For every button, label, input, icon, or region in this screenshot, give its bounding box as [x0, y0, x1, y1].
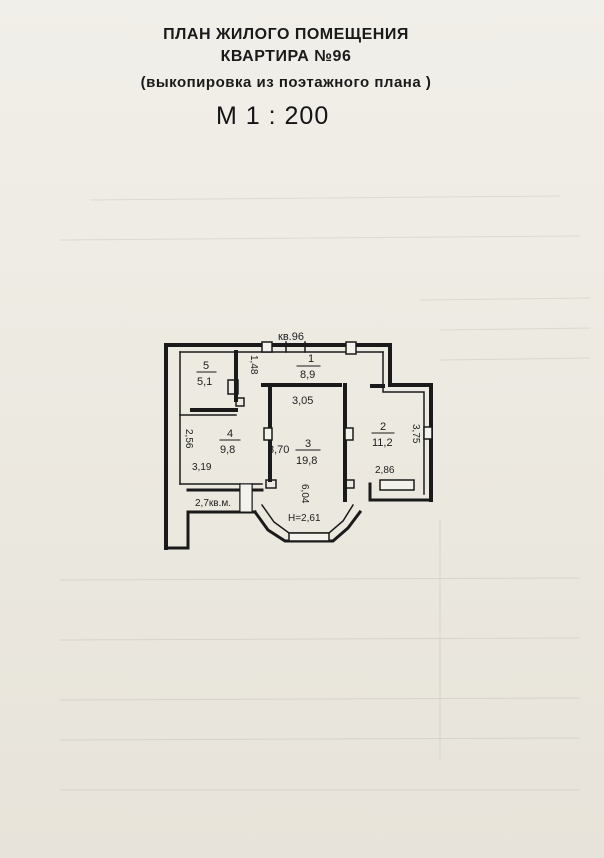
dimension-3-19: 3,19 [192, 462, 212, 473]
plan-subtitle: (выкопировка из поэтажного плана ) [140, 74, 432, 91]
outer-wall-north [164, 343, 433, 502]
balcony-area: 2,7кв.м. [195, 498, 231, 509]
room-1: 1 8,9 [300, 353, 315, 381]
outer-wall-south [164, 510, 257, 550]
dimension-3-75: 3,75 [410, 424, 421, 444]
room-4-number: 4 [227, 428, 233, 440]
room-2: 2 11,2 [372, 421, 393, 449]
bay-window-pane [288, 532, 330, 542]
room-3: 3 19,8 [296, 438, 317, 467]
entrance-label: кв.96 [278, 331, 304, 343]
room-5: 5 5,1 [197, 360, 212, 388]
plan-title: ПЛАН ЖИЛОГО ПОМЕЩЕНИЯ [163, 26, 409, 43]
scale-label: М 1 : 200 [216, 102, 330, 130]
dimension-2-56: 2,56 [183, 429, 194, 449]
ceiling-height: Н=2,61 [288, 513, 321, 524]
dimension-6-04: 6,04 [299, 484, 310, 504]
room-4: 4 9,8 [220, 428, 235, 456]
room-1-area: 8,9 [300, 369, 315, 381]
room-1-number: 1 [308, 353, 314, 365]
dimension-3-70: 3,70 [268, 444, 289, 456]
dimension-1-48: 1,48 [248, 355, 259, 375]
dimension-3-05: 3,05 [292, 395, 313, 407]
room-3-number: 3 [305, 438, 311, 450]
room-4-area: 9,8 [220, 444, 235, 456]
room-3-area: 19,8 [296, 455, 317, 467]
room-5-area: 5,1 [197, 376, 212, 388]
room-2-number: 2 [380, 421, 386, 433]
room-2-area: 11,2 [372, 437, 393, 449]
room-5-number: 5 [203, 360, 209, 372]
dimension-2-86: 2,86 [375, 465, 395, 476]
apartment-title: КВАРТИРА №96 [220, 48, 352, 65]
